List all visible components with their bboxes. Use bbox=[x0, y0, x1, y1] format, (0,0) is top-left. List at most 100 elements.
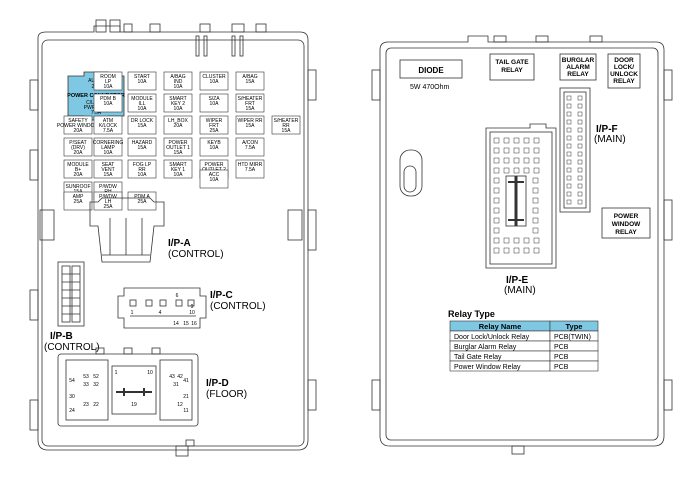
ip-d-pin: 41 bbox=[183, 378, 189, 384]
fuse-label: ROOM bbox=[100, 74, 116, 80]
door-lock-relay-label-3: UNLOCK bbox=[610, 71, 638, 78]
ip-c-pin: 16 bbox=[191, 321, 197, 327]
fuse-label: RR bbox=[138, 167, 146, 173]
ip-d-pin: 24 bbox=[69, 408, 75, 414]
fuse-label: LAMP bbox=[101, 145, 115, 151]
fuse-label: SEAT bbox=[102, 162, 115, 168]
ip-f-sub: (MAIN) bbox=[594, 134, 626, 145]
ip-a-connector bbox=[89, 197, 165, 263]
fuse-label: PDM A bbox=[134, 194, 150, 200]
ip-e-pin bbox=[503, 137, 510, 144]
fuse-label: WIPER bbox=[206, 118, 223, 124]
ip-e-pin bbox=[533, 137, 540, 144]
fuse-label: 20A bbox=[174, 123, 184, 129]
ip-e-pin bbox=[523, 137, 530, 144]
fuse-label: 20A bbox=[74, 172, 84, 178]
power-window-relay bbox=[601, 207, 651, 239]
fuse-label: B+ bbox=[75, 167, 81, 173]
ip-d-pin: 19 bbox=[131, 402, 137, 408]
ip-f-pin bbox=[577, 95, 583, 101]
tail-gate-relay-label-1: TAIL GATE bbox=[495, 59, 529, 66]
fuse-label: 10A bbox=[138, 106, 148, 112]
ip-d-pin: 30 bbox=[69, 394, 75, 400]
fuse-label: HAZARD bbox=[132, 140, 153, 146]
ip-f-pin bbox=[566, 199, 572, 205]
ip-f-pin bbox=[577, 119, 583, 125]
relay-name-cell: Tail Gate Relay bbox=[454, 354, 502, 361]
fuse-label: VENT bbox=[101, 167, 114, 173]
fuse-label: OUTLET 1 bbox=[166, 145, 190, 151]
ip-c-pin: 4 bbox=[159, 310, 162, 316]
ip-f-pin bbox=[577, 135, 583, 141]
ip-c-connector bbox=[117, 287, 207, 329]
fuse-label: 7.5A bbox=[103, 128, 114, 134]
ip-f-pin bbox=[577, 111, 583, 117]
ip-c-pin: 1 bbox=[131, 310, 134, 316]
fuse-label: 10A bbox=[104, 84, 114, 90]
ip-c-pin: 14 bbox=[173, 321, 179, 327]
ip-e-pin bbox=[533, 167, 540, 174]
ip-e-pin bbox=[493, 247, 500, 254]
fuse-label: 15A bbox=[138, 145, 148, 151]
fuse-label: A/BAG bbox=[242, 74, 257, 80]
fuse-label: S/ZA bbox=[208, 96, 220, 102]
fuse-label: 25A bbox=[138, 199, 148, 205]
ip-e-pin bbox=[503, 167, 510, 174]
ip-e-pin bbox=[493, 137, 500, 144]
relay-table-header-name: Relay Name bbox=[479, 322, 522, 331]
ip-d-pin: 42 bbox=[177, 374, 183, 380]
fuse-label: PDM B bbox=[100, 96, 117, 102]
fuse-label: 7.5A bbox=[245, 145, 256, 151]
fuse-label: 10A bbox=[210, 177, 220, 183]
ip-f-pin bbox=[566, 183, 572, 189]
ip-f-pin bbox=[566, 135, 572, 141]
ip-e-pin bbox=[493, 197, 500, 204]
ip-f-pin bbox=[566, 143, 572, 149]
ip-e-pin bbox=[532, 177, 539, 184]
ip-e-label: I/P-E bbox=[506, 275, 529, 286]
fuse-label: 10A bbox=[104, 101, 114, 107]
ip-e-connector bbox=[485, 123, 557, 269]
power-window-relay-label-3: RELAY bbox=[615, 229, 637, 236]
door-lock-relay-label-1: DOOR bbox=[614, 57, 634, 64]
ip-a-label: I/P-A bbox=[168, 238, 191, 249]
fuse-label: 10A bbox=[210, 79, 220, 85]
fuse-label: ACC bbox=[209, 172, 220, 178]
fuse-label: FRT bbox=[245, 101, 255, 107]
fuse-label: MODULE bbox=[131, 96, 153, 102]
right-junction-box bbox=[371, 35, 673, 455]
fuse-label: 20A bbox=[74, 150, 84, 156]
ip-e-pin bbox=[493, 187, 500, 194]
fuse-label: 10A bbox=[138, 79, 148, 85]
ip-c-pin: 6 bbox=[176, 293, 179, 299]
ip-c-label: I/P-C bbox=[210, 290, 233, 301]
ip-a-sub: (CONTROL) bbox=[168, 249, 224, 260]
fuse-label: DR LOCK bbox=[131, 118, 154, 124]
ip-f-pin bbox=[566, 127, 572, 133]
ip-d-pin: 33 bbox=[83, 382, 89, 388]
tail-gate-relay bbox=[489, 53, 535, 81]
fuse-label: 15A bbox=[282, 128, 292, 134]
ip-f-pin bbox=[577, 103, 583, 109]
fuse-label: 15A bbox=[246, 79, 256, 85]
fuse-label: POWER bbox=[205, 162, 224, 168]
fuse-label: CORNERING bbox=[93, 140, 124, 146]
door-lock-relay bbox=[607, 53, 641, 89]
ip-e-pin bbox=[513, 237, 520, 244]
burglar-alarm-relay bbox=[559, 53, 597, 81]
ip-f-pin bbox=[566, 103, 572, 109]
ip-e-pin bbox=[533, 247, 540, 254]
